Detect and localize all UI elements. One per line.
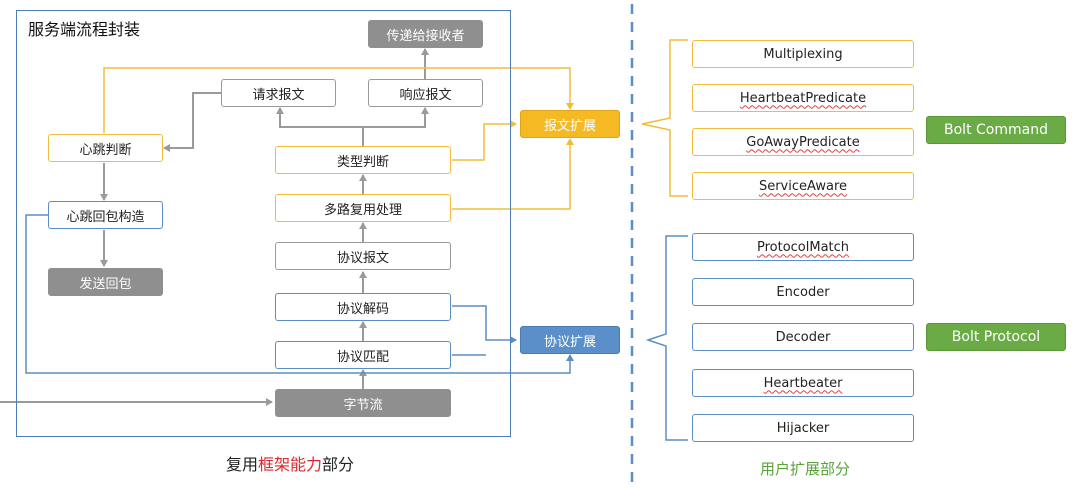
message-extension-box: 报文扩展 [520,110,620,138]
type-judge-box: 类型判断 [275,146,451,174]
multiplex-process-box: 多路复用处理 [275,194,451,222]
bolt-protocol-label: Bolt Protocol [926,323,1066,351]
left-caption: 复用框架能力部分 [226,455,355,474]
command-item-heartbeat-predicate: HeartbeatPredicate [692,84,914,112]
byte-stream-box: 字节流 [275,389,451,417]
heartbeat-judge-box: 心跳判断 [48,134,163,162]
request-message-box: 请求报文 [221,79,336,107]
protocol-extension-box: 协议扩展 [520,326,620,354]
protocol-item-hijacker: Hijacker [692,414,914,442]
server-flow-frame [16,10,511,437]
bolt-command-label: Bolt Command [926,116,1066,144]
protocol-message-box: 协议报文 [275,242,451,270]
send-reply-box: 发送回包 [48,268,163,296]
protocol-match-box: 协议匹配 [275,341,451,369]
protocol-item-decoder: Decoder [692,323,914,351]
protocol-item-protocol-match: ProtocolMatch [692,233,914,261]
protocol-decode-box: 协议解码 [275,293,451,321]
protocol-item-encoder: Encoder [692,278,914,306]
command-item-service-aware: ServiceAware [692,172,914,200]
deliver-to-receiver-box: 传递给接收者 [368,20,483,48]
protocol-item-heartbeater: Heartbeater [692,369,914,397]
frame-title: 服务端流程封装 [28,20,141,39]
right-caption: 用户扩展部分 [760,460,851,478]
heartbeat-reply-build-box: 心跳回包构造 [48,201,163,229]
command-item-multiplexing: Multiplexing [692,40,914,68]
command-item-goaway-predicate: GoAwayPredicate [692,128,914,156]
response-message-box: 响应报文 [368,79,483,107]
